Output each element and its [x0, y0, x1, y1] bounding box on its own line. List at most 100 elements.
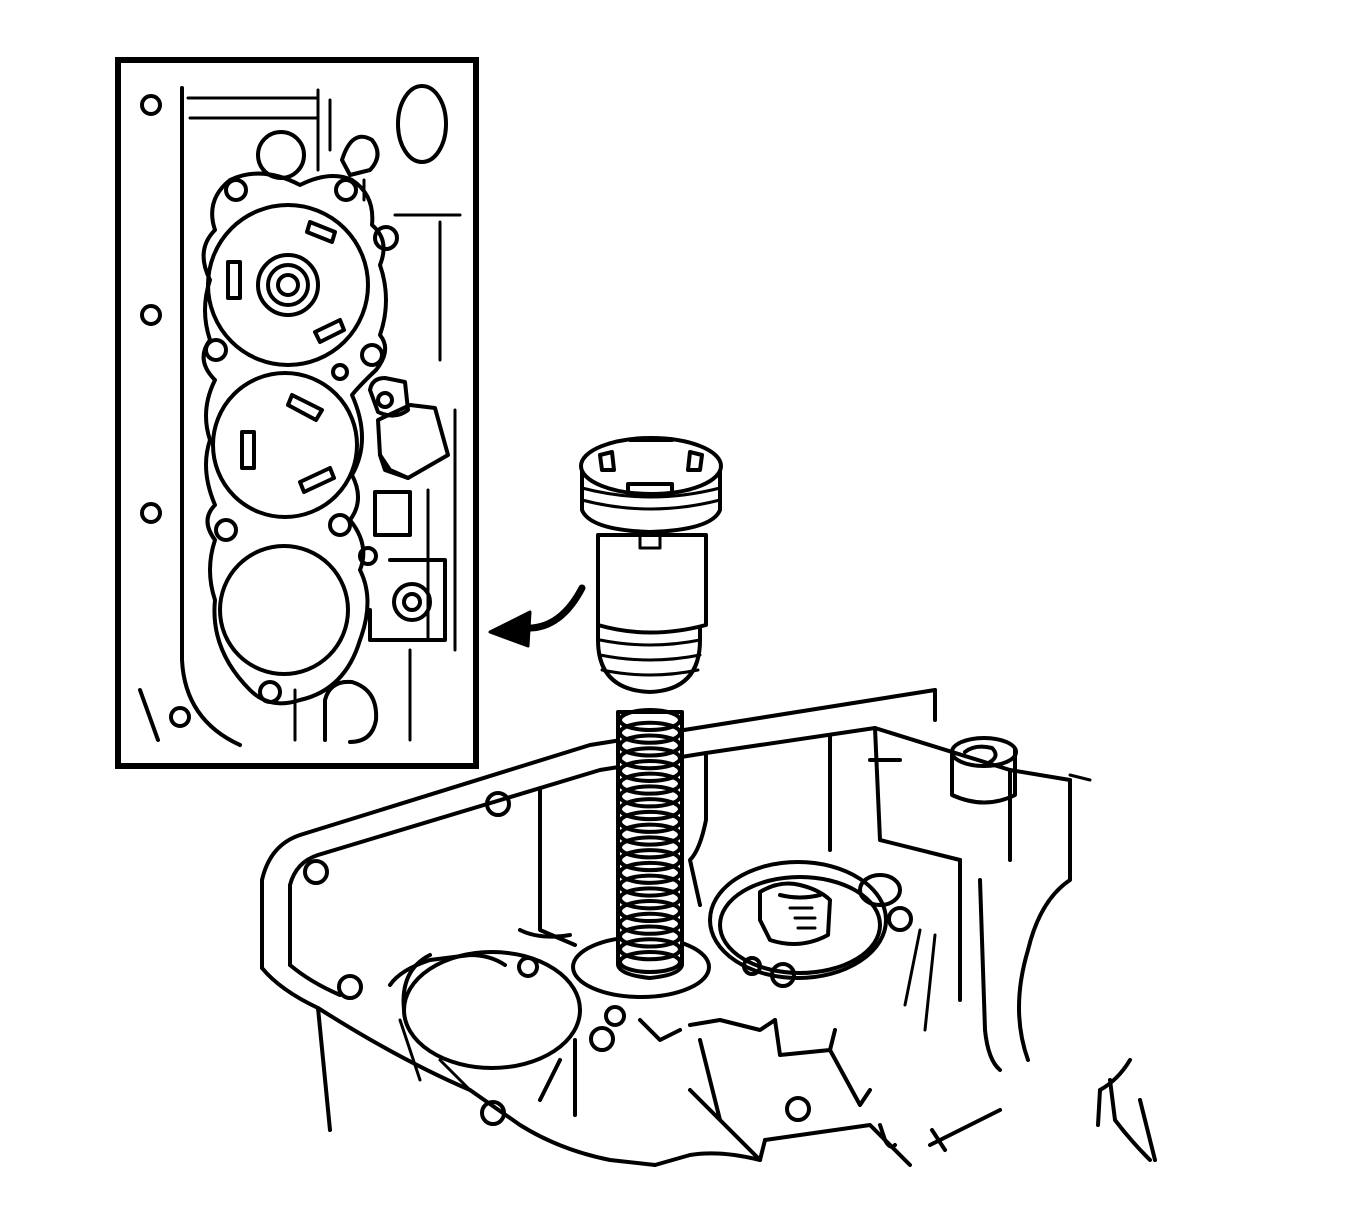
inset-connector-edge [378, 453, 410, 480]
accumulator-bore-left-lip [401, 953, 432, 1012]
spring-coil [618, 758, 682, 783]
inset-hole-3 [140, 502, 162, 524]
case-bottom-tip [878, 1123, 897, 1149]
case-inner-wall-10 [398, 1018, 472, 1092]
case-bottom-rim-3 [763, 1123, 912, 1167]
inset-hole-1 [140, 94, 162, 116]
case-hole-10 [887, 906, 913, 932]
case-right-wall [933, 688, 1072, 1062]
accumulator-bore-left [402, 950, 582, 1070]
upper-bore [206, 203, 370, 367]
piston-cap [579, 436, 723, 694]
spring-coil [618, 860, 682, 885]
spring-coil [618, 911, 682, 936]
inset-right-ribs [393, 213, 462, 652]
case-flange-inner [288, 751, 708, 967]
case-hole-3 [337, 974, 363, 1000]
accumulator-bore-right [708, 860, 888, 980]
coil-spring [616, 708, 684, 980]
case-inner-wall-11 [638, 1018, 777, 1042]
gasket-hole-9 [358, 546, 378, 566]
case-inner-wall-2 [518, 928, 572, 939]
inset-frame [115, 57, 479, 769]
case-inner-wall-4 [828, 726, 962, 862]
inset-top-circle-b [340, 134, 380, 177]
upper-bore-slot-1 [305, 220, 337, 244]
arrow-head [488, 610, 532, 648]
middle-bore [211, 371, 359, 519]
spring-coil [618, 708, 682, 732]
case-inner-wall-3 [688, 751, 708, 907]
middle-bore-slot-2 [240, 430, 256, 470]
piston-head-rings [580, 486, 722, 511]
piston-head-slot-2 [686, 450, 704, 472]
middle-bore-slot-3 [298, 466, 336, 494]
inset-square-boss [373, 490, 412, 537]
case-hole-6 [785, 1096, 811, 1122]
piston-tab [638, 533, 662, 550]
plug-boss-top [950, 736, 1018, 768]
inset-mount-ring [392, 582, 432, 622]
case-bottom-rim-4 [928, 1108, 1002, 1152]
case-hole-2 [303, 859, 329, 885]
gasket-hole-4 [204, 338, 228, 362]
piston-head-slot-1 [598, 450, 616, 472]
gasket-hole-7 [214, 518, 238, 542]
case-bottom-ribs-2 [688, 1038, 762, 1162]
accumulator-side-hole [858, 873, 902, 907]
gasket-hole-10 [258, 680, 282, 704]
case-bottom-rim [316, 1006, 657, 1167]
case-bottom-ribs [538, 1038, 577, 1117]
spring-coil [618, 784, 682, 809]
transmission-case [260, 688, 1157, 1167]
accumulator-piston-right [758, 881, 832, 946]
gasket-hole-6 [331, 363, 349, 381]
case-flange-outer [260, 688, 937, 970]
case-hole-11 [604, 1005, 626, 1027]
spring-coil [618, 771, 682, 796]
case-left-wall-inner [288, 963, 342, 997]
accumulator-piston-top [778, 893, 822, 900]
case-inner-wall-1 [538, 788, 577, 947]
piston-base-grooves [598, 638, 702, 677]
case-hole-1 [485, 791, 511, 817]
gasket-outline [201, 171, 388, 706]
spring-coil [618, 899, 682, 924]
spring-coil [618, 924, 682, 949]
gasket-hole-1 [224, 178, 248, 202]
inset-boss-hole [376, 391, 394, 409]
gasket-hole-3 [373, 225, 399, 251]
piston-body [596, 533, 708, 635]
accumulator-piston-grooves [788, 906, 817, 930]
spring-coil [618, 848, 682, 873]
plug-boss-edge [1068, 773, 1092, 782]
piston-head-slot-3 [626, 482, 674, 496]
plug-boss-groove [963, 744, 998, 764]
case-inner-wall-8 [903, 928, 937, 1032]
case-right-lower [1098, 1058, 1157, 1162]
middle-bore-slot-1 [286, 393, 324, 422]
spring-coil [618, 886, 682, 911]
case-inner-wall-13 [828, 1048, 872, 1107]
case-inner-wall-12 [773, 1018, 837, 1057]
inset-mount-hole [402, 592, 422, 612]
upper-bore-ring-mid [266, 263, 310, 307]
case-corner-lines [1096, 1078, 1152, 1162]
spring-coil [618, 746, 682, 771]
upper-bore-slot-2 [226, 260, 242, 300]
spring-coil [618, 822, 682, 847]
arrow-shaft [521, 584, 586, 632]
inset-top-oval [396, 84, 448, 164]
inset-casting-edge [180, 86, 242, 747]
upper-bore-ring-inner [276, 273, 300, 297]
case-left-wall [260, 966, 332, 1132]
case-hole-5 [589, 1026, 615, 1052]
gasket-hole-8 [328, 513, 352, 537]
inset-bottom-lines [293, 648, 412, 742]
spring-coil [618, 809, 682, 834]
spring-coil [618, 733, 682, 758]
inset-top-lines [186, 88, 320, 172]
spring-coils [618, 708, 682, 974]
